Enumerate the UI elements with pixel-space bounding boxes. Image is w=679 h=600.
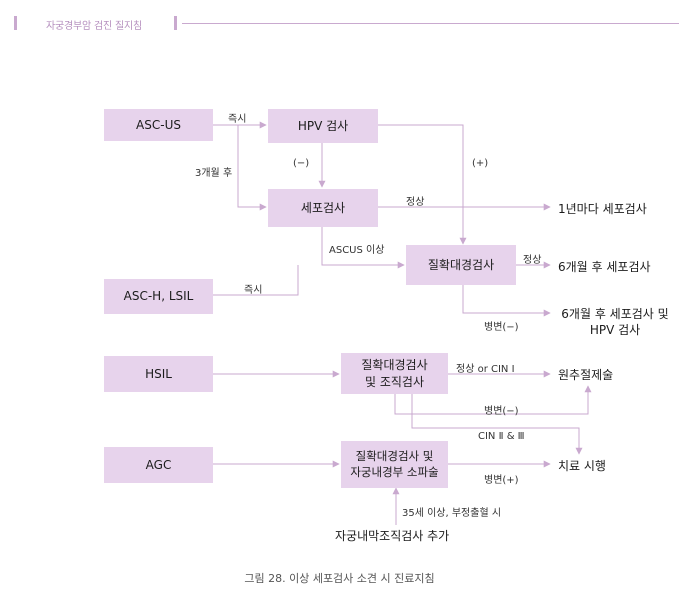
box-colposcopy: 질확대경검사 bbox=[406, 245, 516, 285]
header-title: 자궁경부암 검진 질지침 bbox=[46, 21, 142, 32]
arrow-biopsy-cin23-to-treatment bbox=[411, 394, 583, 455]
box-asc-us: ASC-US bbox=[104, 109, 213, 141]
box-hsil: HSIL bbox=[104, 356, 213, 392]
box-colposcopy-biopsy: 질확대경검사 및 조직검사 bbox=[341, 353, 448, 394]
arrow-hpv-to-colposcopy bbox=[378, 124, 467, 245]
outcome-treatment: 치료 시행 bbox=[558, 459, 606, 473]
arrow-cytology-to-colposcopy bbox=[321, 227, 405, 269]
outcome-endometrial-biopsy: 자궁내막조직검사 추가 bbox=[335, 529, 450, 543]
outcome-yearly-cytology: 1년마다 세포검사 bbox=[558, 202, 647, 216]
arrow-biopsy-lesion-neg-to-conization bbox=[394, 385, 592, 415]
outcome-conization: 원추절제술 bbox=[558, 368, 614, 382]
page-header: 자궁경부암 검진 질지침 bbox=[14, 14, 679, 34]
label-immediate-2: 즉시 bbox=[244, 285, 263, 296]
label-lesion-neg-2: 병변(−) bbox=[484, 406, 519, 417]
box-agc: AGC bbox=[104, 447, 213, 483]
box-colposcopy-ecc: 질확대경검사 및 자궁내경부 소파술 bbox=[341, 441, 448, 488]
label-ascus-above: ASCUS 이상 bbox=[329, 245, 385, 256]
figure-caption: 그림 28. 이상 세포검사 소견 시 진료지침 bbox=[244, 572, 435, 585]
label-normal-or-cin1: 정상 or CIN Ⅰ bbox=[456, 364, 515, 375]
box-hpv-test: HPV 검사 bbox=[268, 109, 378, 143]
label-normal-2: 정상 bbox=[523, 255, 542, 266]
label-immediate-1: 즉시 bbox=[228, 114, 247, 125]
outcome-6month-cytology-hpv: 6개월 후 세포검사 및 HPV 검사 bbox=[561, 307, 669, 338]
arrow-ascus-to-cytology bbox=[237, 125, 267, 211]
label-lesion-pos: 병변(+) bbox=[484, 475, 519, 486]
label-age35-bleeding: 35세 이상, 부정출혈 시 bbox=[402, 508, 502, 519]
outcome-6month-cytology: 6개월 후 세포검사 bbox=[558, 260, 651, 274]
box-asch-lsil: ASC-H, LSIL bbox=[104, 279, 213, 314]
label-cin23: CIN Ⅱ & Ⅲ bbox=[478, 431, 525, 442]
label-positive: (+) bbox=[472, 158, 489, 169]
header-bar-left bbox=[14, 16, 17, 30]
header-bar-mid bbox=[174, 16, 177, 30]
label-lesion-neg-1: 병변(−) bbox=[484, 322, 519, 333]
line-aschlsil-to-colposcopy bbox=[213, 265, 299, 296]
header-rule bbox=[182, 23, 679, 24]
label-negative: (−) bbox=[293, 158, 310, 169]
box-cytology: 세포검사 bbox=[268, 189, 378, 227]
label-normal-1: 정상 bbox=[406, 197, 425, 208]
label-three-months: 3개월 후 bbox=[195, 168, 233, 179]
arrow-colposcopy-to-6month-hpv bbox=[462, 285, 551, 317]
